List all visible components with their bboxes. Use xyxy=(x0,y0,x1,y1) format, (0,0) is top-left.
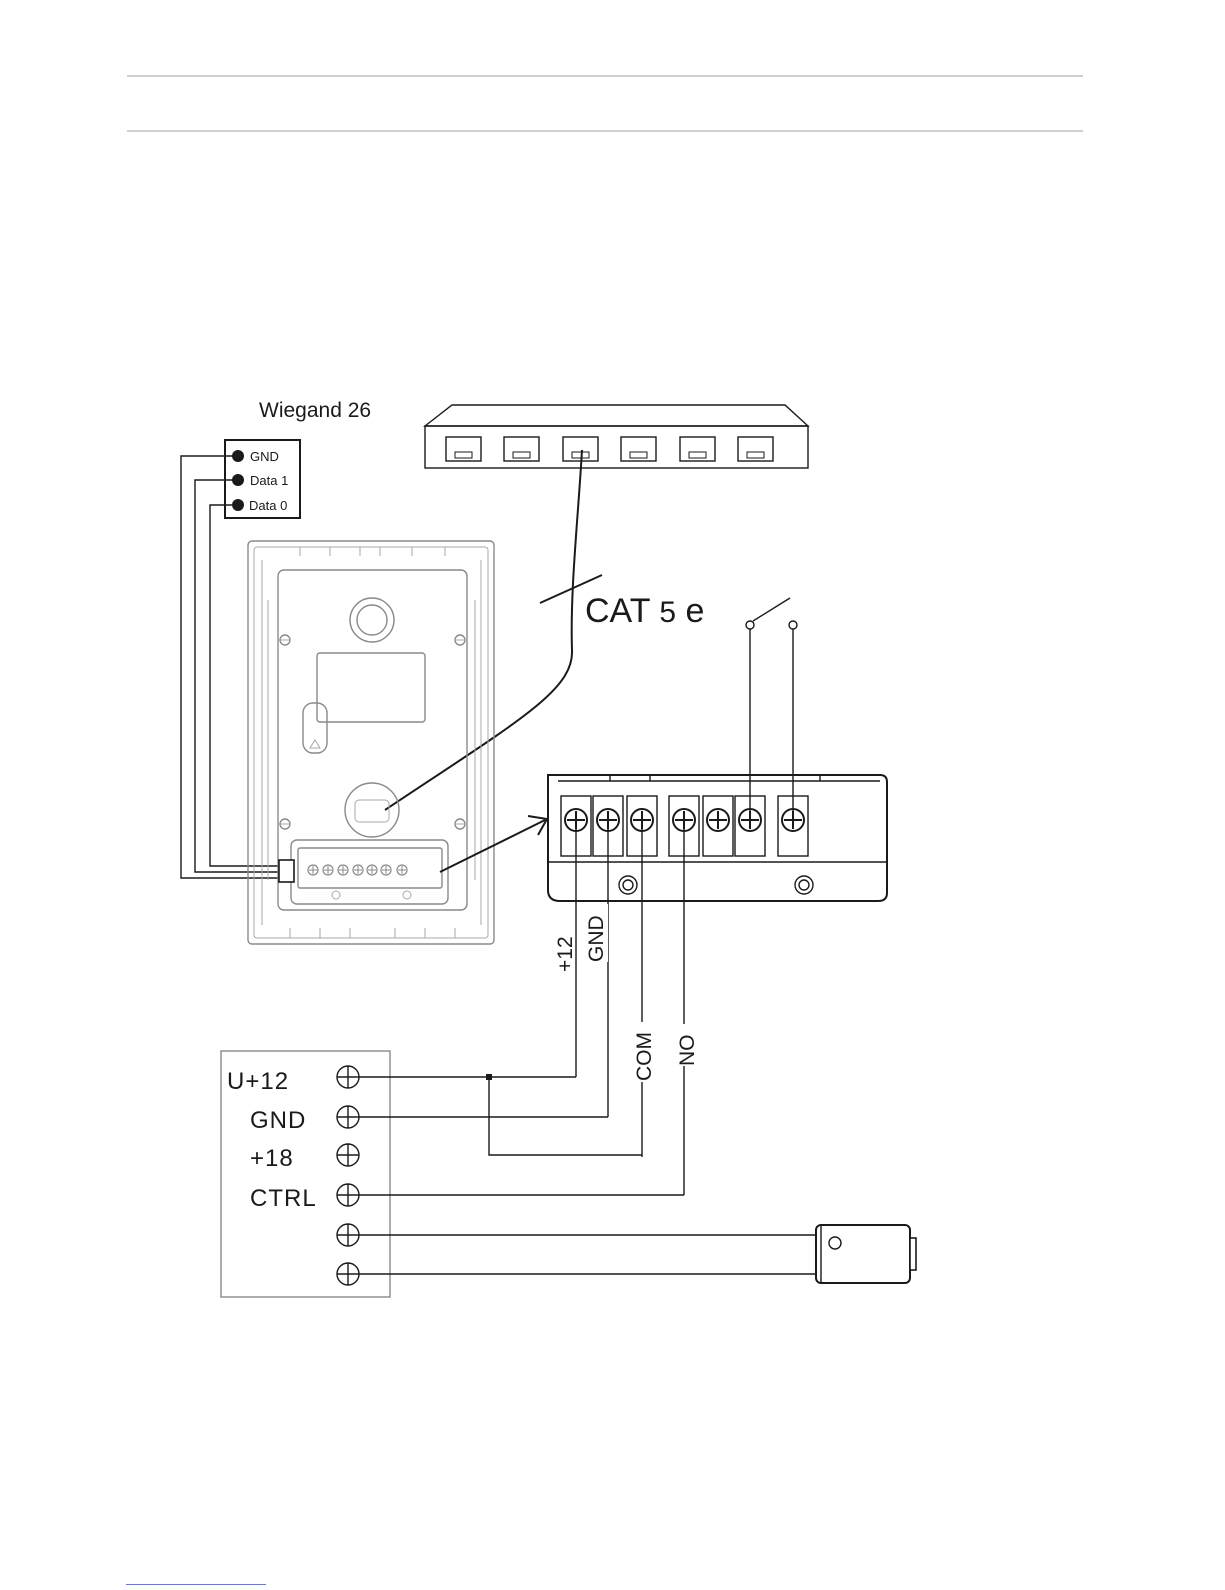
wire-label-no: NO xyxy=(676,1035,699,1067)
wire-label-plus12: +12 xyxy=(554,936,577,972)
pin-data0-label: Data 0 xyxy=(249,498,287,513)
wiegand-wires xyxy=(181,456,288,878)
intercom-panel-icon xyxy=(248,541,494,944)
pin-data0-dot xyxy=(232,499,244,511)
psu-terminal-screw xyxy=(337,1066,359,1088)
psu-terminal-screw xyxy=(337,1106,359,1128)
psu-label-18: +18 xyxy=(250,1145,294,1172)
switch-port xyxy=(680,437,715,461)
network-switch-icon xyxy=(425,405,808,468)
wiegand-title: Wiegand 26 xyxy=(259,399,371,422)
panel-terminal-screw xyxy=(323,865,333,875)
switch-port xyxy=(446,437,481,461)
wiegand-connector xyxy=(279,860,294,882)
psu-terminal-screw xyxy=(337,1263,359,1285)
psu-wires xyxy=(359,1074,822,1274)
panel-terminal-screw xyxy=(367,865,377,875)
wiegand-terminal-block: GND Data 1 Data 0 xyxy=(225,440,300,518)
wire-label-gnd: GND xyxy=(585,915,608,962)
psu-label-gnd: GND xyxy=(250,1107,306,1134)
cable-label: CAT 5 e xyxy=(585,592,704,630)
switch-port xyxy=(738,437,773,461)
relay-terminal-screw xyxy=(703,796,733,856)
panel-terminal-screw xyxy=(381,865,391,875)
door-lock-icon xyxy=(816,1225,916,1283)
wire-label-com: COM xyxy=(633,1032,656,1081)
psu-terminal-screw xyxy=(337,1184,359,1206)
relay-module-icon xyxy=(548,775,887,901)
pin-data1-dot xyxy=(232,474,244,486)
psu-terminal-screw xyxy=(337,1144,359,1166)
panel-terminal-screw xyxy=(397,865,407,875)
pin-gnd-label: GND xyxy=(250,449,279,464)
switch-port xyxy=(621,437,656,461)
panel-terminal-screw xyxy=(338,865,348,875)
psu-label-u12: U+12 xyxy=(227,1068,289,1095)
switch-port xyxy=(504,437,539,461)
switch-port xyxy=(563,437,598,461)
wire-labels: +12 GND COM NO xyxy=(553,904,699,1082)
pin-data1-label: Data 1 xyxy=(250,473,288,488)
psu-terminal-screw xyxy=(337,1224,359,1246)
panel-terminal-screw xyxy=(353,865,363,875)
panel-terminal-screw xyxy=(308,865,318,875)
pin-gnd-dot xyxy=(232,450,244,462)
psu-label-ctrl: CTRL xyxy=(250,1185,317,1212)
